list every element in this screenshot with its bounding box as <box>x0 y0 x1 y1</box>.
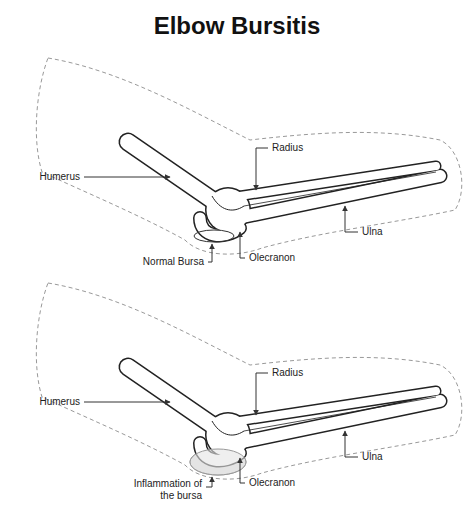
bone-label: Humerus <box>39 171 80 183</box>
bone-label: Radius <box>272 142 303 154</box>
bone-label: Ulna <box>362 226 383 238</box>
diagram-title: Elbow Bursitis <box>0 12 474 40</box>
bone-label: Radius <box>272 367 303 379</box>
bursa-label: Normal Bursa <box>143 256 204 268</box>
bone-label: Olecranon <box>249 252 295 264</box>
bone-label: Ulna <box>362 451 383 463</box>
bursa-label: Inflammation of the bursa <box>122 478 202 502</box>
bone-label: Humerus <box>39 396 80 408</box>
bone-label: Olecranon <box>249 477 295 489</box>
